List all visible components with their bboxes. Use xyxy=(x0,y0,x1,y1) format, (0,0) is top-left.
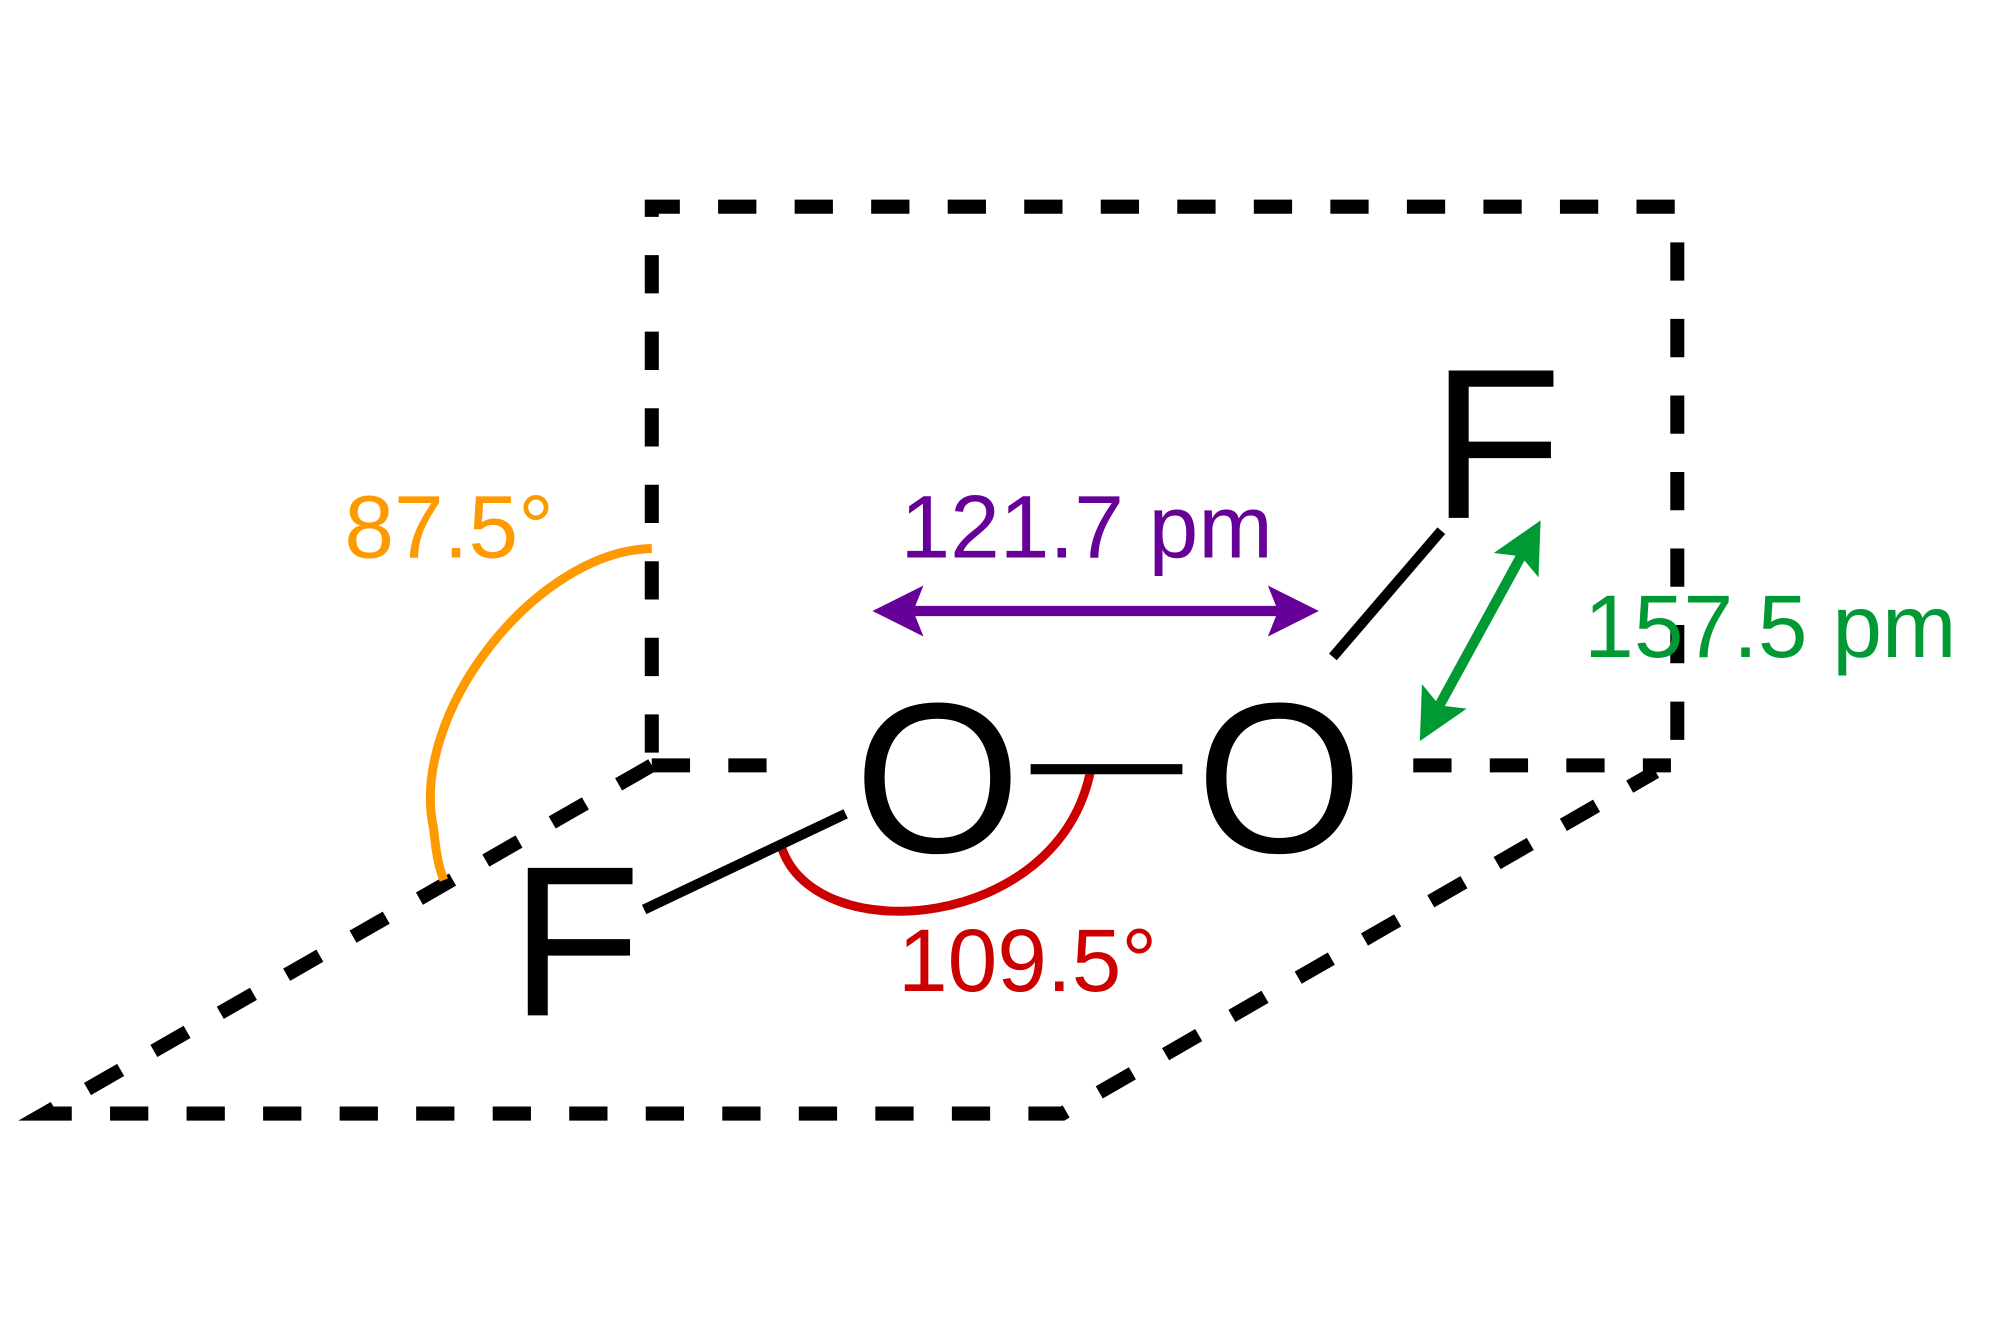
horizontal-plane-dashed xyxy=(18,759,1660,1121)
oo-bond-length-label: 121.7 pm xyxy=(901,476,1273,576)
of-length-arrow xyxy=(1419,520,1541,742)
atom-o-left: O xyxy=(854,659,1021,898)
bond-angle-label: 109.5° xyxy=(898,910,1157,1010)
vertical-plane-dashed xyxy=(644,199,1685,766)
of-bond-length-label: 157.5 pm xyxy=(1584,576,1956,676)
atom-f-left: F xyxy=(510,822,641,1061)
atom-o-right: O xyxy=(1196,659,1363,898)
dihedral-angle-arc xyxy=(425,544,652,882)
f-o-bond-left xyxy=(641,809,848,915)
o-f-bond-right xyxy=(1329,527,1446,661)
atom-f-right: F xyxy=(1431,325,1562,564)
dihedral-angle-label: 87.5° xyxy=(344,476,553,576)
bond-angle-arc xyxy=(777,769,1095,916)
